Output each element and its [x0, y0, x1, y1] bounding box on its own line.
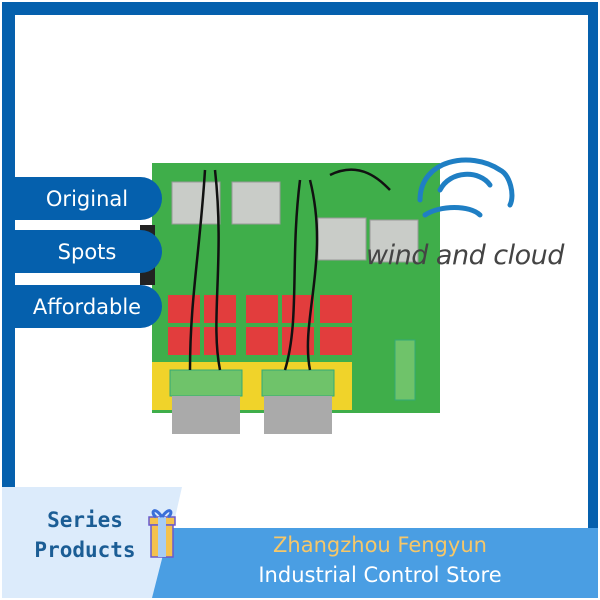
badge-original: Original	[2, 177, 162, 220]
transformers	[171, 181, 419, 263]
store-subtitle: Industrial Control Store	[258, 563, 502, 587]
capacitors	[168, 295, 352, 355]
badge-affordable: Affordable	[2, 285, 162, 328]
cloud-logo	[417, 157, 515, 218]
watermark-text: wind and cloud	[366, 240, 564, 271]
products-line: Products	[34, 538, 136, 562]
wires	[188, 168, 391, 371]
badge-spots: Spots	[2, 230, 162, 273]
gift-icon	[148, 509, 176, 558]
store-name: Zhangzhou Fengyun	[273, 533, 487, 557]
terminal-blocks	[169, 339, 416, 401]
terminal-plugs	[172, 396, 332, 434]
store-banner	[152, 528, 598, 598]
series-line: Series	[47, 508, 123, 532]
series-products-label: Series Products	[30, 505, 140, 565]
